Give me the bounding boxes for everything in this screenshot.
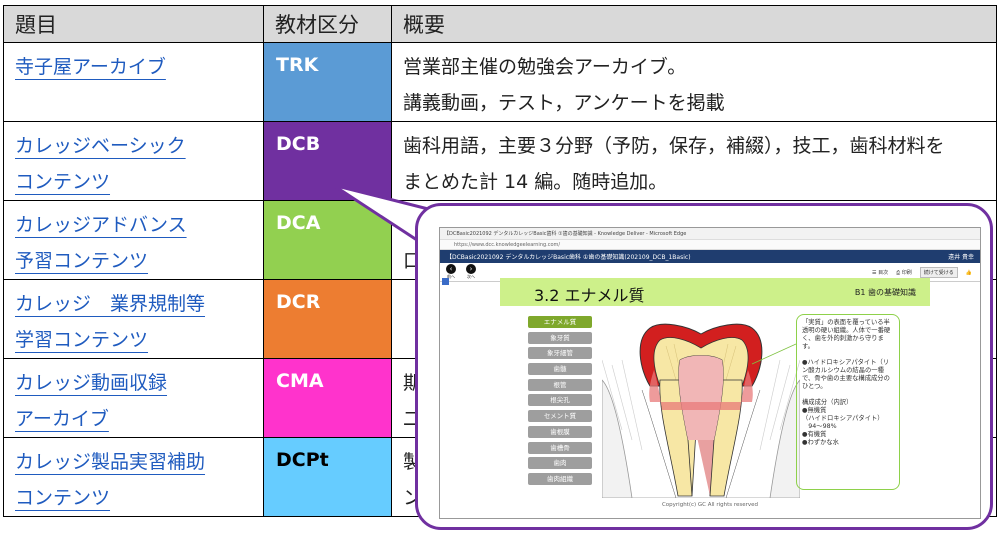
next-label: 次へ <box>467 274 475 279</box>
category-code: DCR <box>263 279 392 359</box>
slide-title: 3.2 エナメル質 <box>534 286 645 305</box>
summary-cell: 歯科用語，主要３分野（予防，保存，補綴），技工，歯科材料をまとめた計 14 編。… <box>391 121 997 201</box>
category-code: DCPt <box>263 437 392 517</box>
slide-section: B1 歯の基礎知識 <box>854 288 916 297</box>
title-cell: 寺子屋アーカイブ <box>3 42 264 122</box>
explanation-box: 「実質」の表面を覆っている半透明の硬い組織。人体で一番硬く、歯を外的刺激から守り… <box>796 314 900 490</box>
app-header-title: 【DCBasic2021092 デンタルカレッジBasic歯科 ①歯の基礎知識(… <box>446 254 691 261</box>
menu-item[interactable]: 象牙質 <box>528 331 592 344</box>
title-link[interactable]: カレッジ製品実習補助 <box>15 451 206 473</box>
print-label: 印刷 <box>901 270 912 276</box>
title-link[interactable]: カレッジベーシック <box>15 135 186 157</box>
title-cell: カレッジアドバンス予習コンテンツ <box>3 200 264 280</box>
copyright-text: Copyright(c) GC All rights reserved <box>661 502 759 508</box>
tooth-diagram <box>602 320 800 498</box>
prev-button[interactable]: ‹ 前へ <box>446 264 456 280</box>
menu-item[interactable]: 歯肉組織 <box>528 472 592 485</box>
title-cell: カレッジ動画収録アーカイブ <box>3 358 264 438</box>
menu-item[interactable]: 根尖孔 <box>528 394 592 407</box>
menu-item[interactable]: セメント質 <box>528 410 592 423</box>
chevron-right-icon: › <box>466 264 476 274</box>
category-code: CMA <box>263 358 392 438</box>
chevron-left-icon: ‹ <box>446 264 456 274</box>
browser-title: 【DCBasic2021092 デンタルカレッジBasic歯科 ①歯の基礎知識 … <box>444 231 687 237</box>
tooth-part-menu: エナメル質象牙質象牙細管歯髄根管根尖孔セメント質歯根膜歯槽骨歯肉歯肉組織 <box>528 316 592 489</box>
title-link[interactable]: アーカイブ <box>15 408 109 430</box>
category-code: DCA <box>263 200 392 280</box>
browser-addressbar[interactable]: https://www.dcc.knowledgeelearning.com/ <box>440 240 980 250</box>
print-button[interactable]: ⎙ 印刷 <box>896 270 912 276</box>
app-header: 【DCBasic2021092 デンタルカレッジBasic歯科 ①歯の基礎知識(… <box>440 250 980 263</box>
summary-line: 歯科用語，主要３分野（予防，保存，補綴），技工，歯科材料を <box>403 135 945 157</box>
next-button[interactable]: › 次へ <box>466 264 476 280</box>
toc-button[interactable]: ☰ 目次 <box>872 270 889 276</box>
category-code: DCB <box>263 121 392 201</box>
url-text: https://www.dcc.knowledgeelearning.com/ <box>454 241 561 248</box>
menu-item[interactable]: 根管 <box>528 378 592 391</box>
app-header-user: 遠井 貴幸 <box>948 254 974 261</box>
title-cell: カレッジベーシックコンテンツ <box>3 121 264 201</box>
slide-banner: 3.2 エナメル質 B1 歯の基礎知識 <box>500 278 930 306</box>
title-link[interactable]: コンテンツ <box>15 487 111 509</box>
summary-line: まとめた計 14 編。随時追加。 <box>403 171 668 193</box>
menu-item[interactable]: 歯髄 <box>528 363 592 376</box>
summary-line: 講義動画，テスト，アンケートを掲載 <box>403 92 725 114</box>
header-title: 題目 <box>3 5 264 43</box>
menu-item[interactable]: エナメル質 <box>528 316 592 328</box>
title-link[interactable]: 予習コンテンツ <box>15 250 149 272</box>
menu-item[interactable]: 歯根膜 <box>528 425 592 438</box>
title-cell: カレッジ製品実習補助コンテンツ <box>3 437 264 517</box>
title-link[interactable]: コンテンツ <box>15 171 111 193</box>
title-link[interactable]: 寺子屋アーカイブ <box>15 56 166 78</box>
title-link[interactable]: カレッジ 業界規制等 <box>15 293 206 315</box>
sidebar-toggle-icon[interactable] <box>442 278 449 285</box>
continue-label: 続けて受ける <box>923 270 954 276</box>
app-screenshot: 【DCBasic2021092 デンタルカレッジBasic歯科 ①歯の基礎知識 … <box>439 227 981 519</box>
continue-button[interactable]: 続けて受ける <box>919 267 958 278</box>
menu-item[interactable]: 歯肉 <box>528 457 592 470</box>
title-link[interactable]: カレッジ動画収録 <box>15 372 168 394</box>
menu-item[interactable]: 歯槽骨 <box>528 441 592 454</box>
thumbs-up-icon[interactable]: 👍 <box>965 269 972 276</box>
toc-label: 目次 <box>878 270 889 276</box>
prev-label: 前へ <box>447 274 455 279</box>
title-link[interactable]: カレッジアドバンス <box>15 214 187 236</box>
toolbar-right: ☰ 目次 ⎙ 印刷 続けて受ける 👍 <box>872 267 972 278</box>
browser-titlebar: 【DCBasic2021092 デンタルカレッジBasic歯科 ①歯の基礎知識 … <box>440 228 980 240</box>
summary-line: 営業部主催の勉強会アーカイブ。 <box>403 56 687 78</box>
title-link[interactable]: 学習コンテンツ <box>15 329 149 351</box>
menu-item[interactable]: 象牙細管 <box>528 347 592 360</box>
